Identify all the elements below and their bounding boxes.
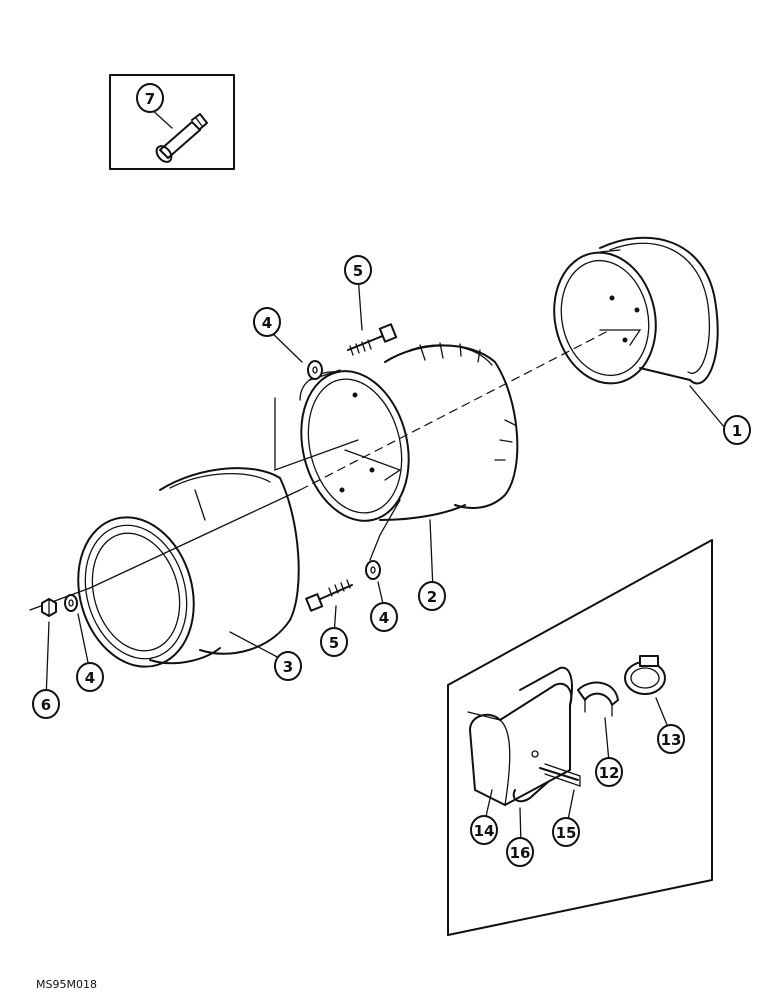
washer-part-4-left <box>64 594 78 612</box>
callout-circle <box>552 817 580 847</box>
callout-label: 5 <box>329 634 339 652</box>
callout-label: 13 <box>661 731 682 749</box>
washer-part-4-lower <box>365 560 381 580</box>
callout-label: 3 <box>283 658 293 676</box>
callout-circle <box>506 837 534 867</box>
callout-3: 3 <box>274 651 302 681</box>
callout-label: 16 <box>510 844 531 862</box>
callout-circle <box>344 255 372 285</box>
callout-circle <box>320 627 348 657</box>
cotter-pin-part-16 <box>512 781 549 803</box>
callout-label: 6 <box>41 696 51 714</box>
nut-part-6 <box>41 598 57 617</box>
valve-protector-part-14 <box>467 666 573 806</box>
callout-circle <box>418 581 446 611</box>
clamp-half-part-12 <box>577 681 619 717</box>
callout-circle <box>595 757 623 787</box>
callout-circle <box>136 83 164 113</box>
callout-circle <box>76 662 104 692</box>
callout-label: 12 <box>599 764 620 782</box>
callout-label: 5 <box>353 262 363 280</box>
callout-label: 15 <box>556 824 577 842</box>
callout-13: 13 <box>657 724 685 754</box>
valve-kit-box <box>447 539 713 936</box>
callout-7: 7 <box>136 83 164 113</box>
callout-2: 2 <box>418 581 446 611</box>
hose-clamp-part-13 <box>624 655 666 695</box>
callout-label: 14 <box>474 822 495 840</box>
callout-12: 12 <box>595 757 623 787</box>
bolt-part-5-lower <box>305 579 353 612</box>
callout-5: 5 <box>320 627 348 657</box>
callout-label: 4 <box>262 314 272 332</box>
callout-4: 4 <box>253 307 281 337</box>
inset-fitting-box <box>109 74 235 170</box>
callout-4: 4 <box>76 662 104 692</box>
drawing-code: MS95M018 <box>36 978 97 991</box>
callout-circle <box>370 602 398 632</box>
callout-circle <box>470 815 498 845</box>
callout-label: 4 <box>379 609 389 627</box>
assembly-lines <box>29 329 611 611</box>
rim-part-1 <box>553 236 719 385</box>
callout-14: 14 <box>470 815 498 845</box>
rim-part-3 <box>77 467 300 668</box>
callout-6: 6 <box>32 689 60 719</box>
callout-circle <box>657 724 685 754</box>
callout-circle <box>32 689 60 719</box>
callout-label: 7 <box>145 90 155 108</box>
callout-1: 1 <box>723 415 751 445</box>
callout-16: 16 <box>506 837 534 867</box>
callout-15: 15 <box>552 817 580 847</box>
callout-4: 4 <box>370 602 398 632</box>
callout-circle <box>253 307 281 337</box>
callout-label: 1 <box>732 422 742 440</box>
callout-label: 2 <box>427 588 437 606</box>
callout-circle <box>274 651 302 681</box>
callout-circle <box>723 415 751 445</box>
bolt-part-5-upper <box>347 323 398 356</box>
valve-stem-part-15 <box>539 763 581 787</box>
callout-5: 5 <box>344 255 372 285</box>
callout-label: 4 <box>85 669 95 687</box>
washer-part-4-upper <box>307 360 323 380</box>
grease-fitting-part <box>155 113 208 163</box>
